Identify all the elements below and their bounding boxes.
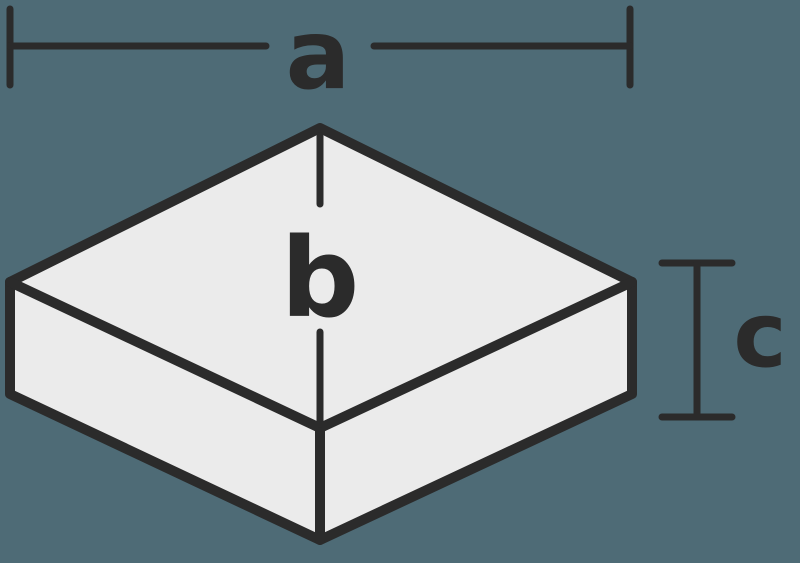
height-dimension bbox=[658, 259, 736, 421]
width-dimension bbox=[6, 5, 634, 89]
depth-label: b bbox=[281, 214, 360, 342]
width-label: a bbox=[286, 0, 351, 111]
height-label: c bbox=[733, 283, 786, 388]
slab-inner-edges bbox=[5, 277, 637, 545]
